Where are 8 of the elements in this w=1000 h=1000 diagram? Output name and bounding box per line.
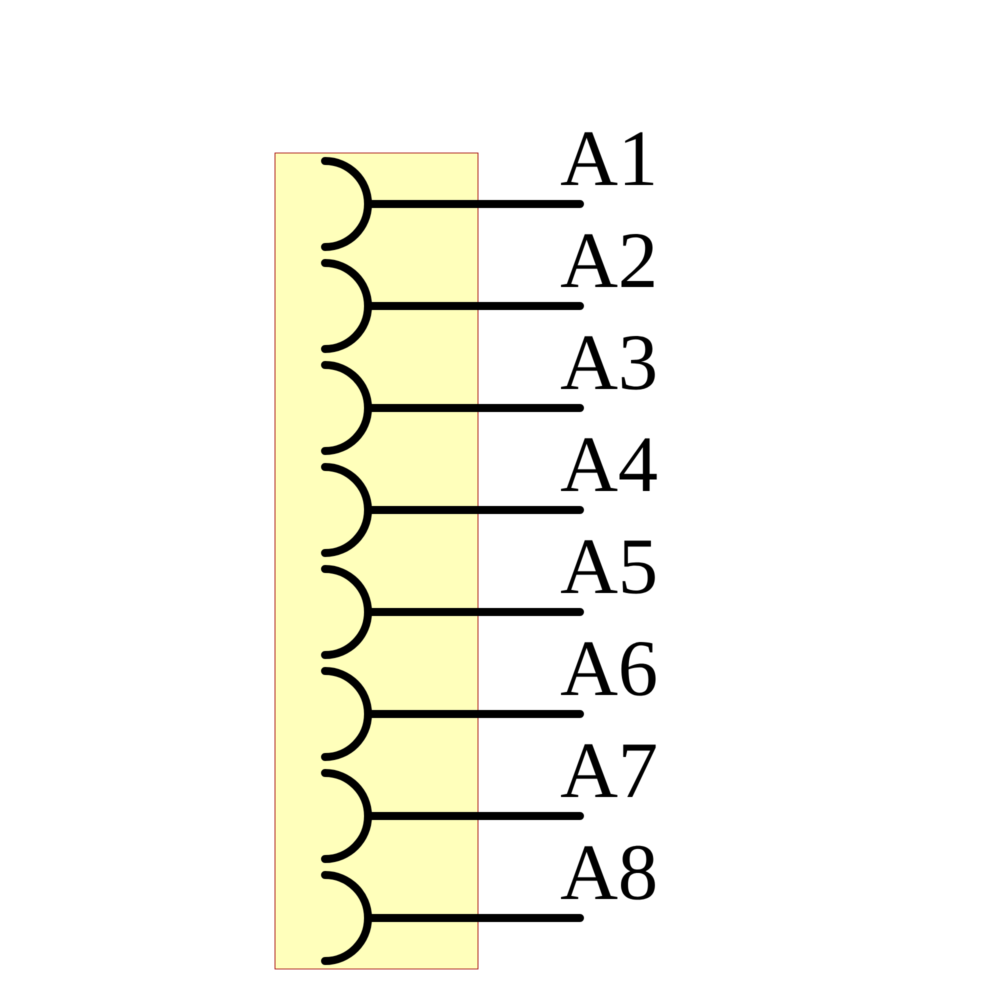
pin-label: A8 bbox=[561, 846, 655, 900]
pin-label: A5 bbox=[561, 540, 655, 594]
pin-label: A2 bbox=[561, 234, 654, 287]
pin-label: A1 bbox=[561, 132, 654, 185]
pin-label: A7 bbox=[561, 744, 656, 797]
pin-label: A4 bbox=[561, 438, 657, 491]
pin-label: A6 bbox=[561, 642, 656, 696]
pin-label: A3 bbox=[561, 336, 655, 390]
